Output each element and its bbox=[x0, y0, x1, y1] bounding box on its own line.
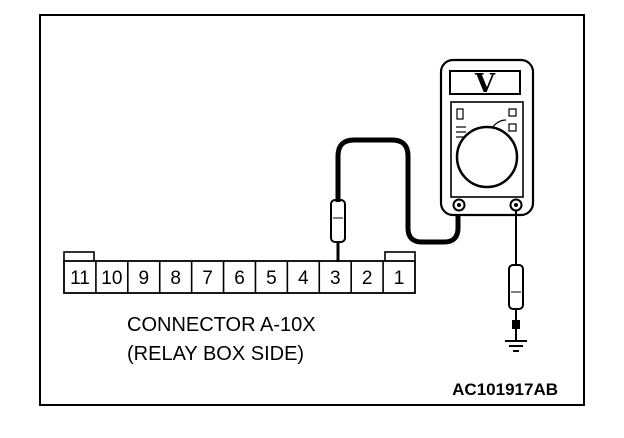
connector-pin-9: 9 bbox=[138, 268, 149, 289]
connector-caption-line2: (RELAY BOX SIDE) bbox=[127, 343, 304, 365]
figure-code: AC101917AB bbox=[452, 380, 558, 399]
ground-probe bbox=[508, 264, 524, 341]
diagram-frame bbox=[39, 14, 585, 406]
connector-pin-1: 1 bbox=[394, 268, 405, 289]
connector-pin-10: 10 bbox=[101, 268, 122, 289]
connector-body bbox=[63, 260, 416, 294]
pin-probe bbox=[330, 199, 346, 262]
voltmeter: V bbox=[439, 58, 535, 217]
connector-pin-2: 2 bbox=[362, 268, 373, 289]
connector-pin-7: 7 bbox=[202, 268, 213, 289]
connector-pin-11: 11 bbox=[70, 268, 90, 289]
voltmeter-display bbox=[449, 70, 521, 95]
voltmeter-dial[interactable] bbox=[455, 125, 519, 189]
voltmeter-display-text: V bbox=[474, 69, 496, 99]
connector-pin-8: 8 bbox=[170, 268, 181, 289]
connector-caption-line1: CONNECTOR A-10X bbox=[127, 314, 316, 336]
connector-pin-3[interactable]: 3 bbox=[330, 268, 341, 289]
connector-pin-6: 6 bbox=[234, 268, 245, 289]
connector-pin-4: 4 bbox=[298, 268, 309, 289]
ground-symbol-icon bbox=[505, 340, 527, 352]
positive-test-lead bbox=[335, 137, 461, 245]
connector-pin-5: 5 bbox=[266, 268, 277, 289]
